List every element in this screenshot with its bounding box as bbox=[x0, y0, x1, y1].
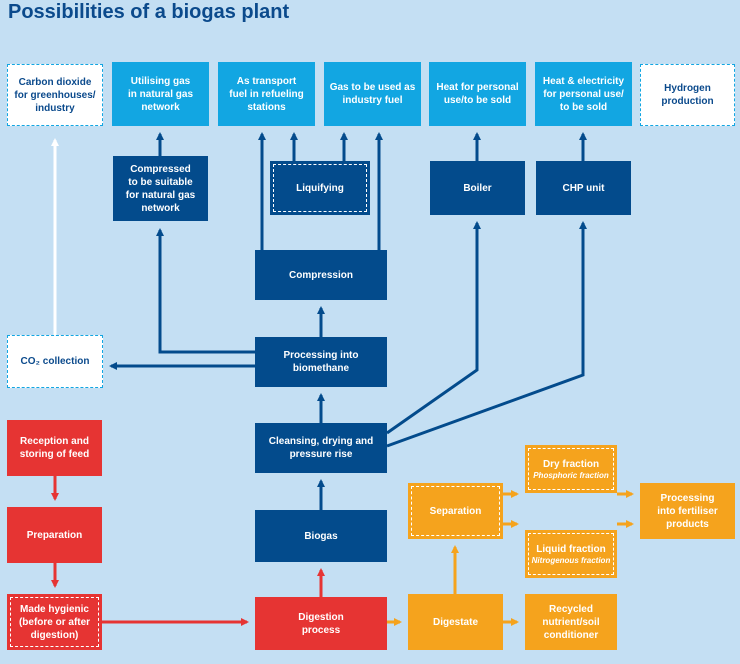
digestate-label: Digestate bbox=[432, 616, 478, 628]
liquifying-node: Liquifying bbox=[270, 161, 370, 215]
chp-unit-node: CHP unit bbox=[536, 161, 631, 215]
dry-fraction-sublabel: Phosphoric fraction bbox=[533, 470, 609, 480]
dry-fraction-node: Dry fraction Phosphoric fraction bbox=[525, 445, 617, 493]
chp-unit-label: CHP unit bbox=[562, 182, 605, 194]
diagram-title: Possibilities of a biogas plant bbox=[8, 1, 290, 23]
compression-label: Compression bbox=[289, 269, 353, 281]
compressed-node: Compressed to be suitable for natural ga… bbox=[113, 156, 208, 221]
co2-greenhouse-label: Carbon dioxide for greenhouses/ industry bbox=[14, 76, 96, 114]
transport-fuel-node: As transport fuel in refueling stations bbox=[218, 62, 315, 126]
cleansing-label: Cleansing, drying and pressure rise bbox=[268, 436, 374, 460]
boiler-node: Boiler bbox=[430, 161, 525, 215]
liquid-fraction-sublabel: Nitrogenous fraction bbox=[531, 555, 611, 565]
natural-gas-network-label: Utilising gas in natural gas network bbox=[127, 75, 193, 113]
compression-node: Compression bbox=[255, 250, 387, 300]
fertiliser-node: Processing into fertiliser products bbox=[640, 483, 735, 539]
preparation-label: Preparation bbox=[26, 529, 83, 541]
recycled-node: Recycled nutrient/soil conditioner bbox=[525, 594, 617, 650]
preparation-node: Preparation bbox=[7, 507, 102, 563]
arrow-cleansing-to-chp bbox=[386, 221, 587, 448]
natural-gas-network-node: Utilising gas in natural gas network bbox=[112, 62, 209, 126]
co2-greenhouse-node: Carbon dioxide for greenhouses/ industry bbox=[7, 64, 103, 126]
heat-personal-node: Heat for personal use/to be sold bbox=[429, 62, 526, 126]
boiler-label: Boiler bbox=[463, 182, 492, 194]
industry-fuel-label: Gas to be used as industry fuel bbox=[329, 82, 416, 106]
reception-node: Reception and storing of feed bbox=[7, 420, 102, 476]
liquifying-label: Liquifying bbox=[296, 182, 344, 194]
arrow-processing-to-compressed bbox=[156, 228, 255, 354]
digestate-node: Digestate bbox=[408, 594, 503, 650]
reception-label: Reception and storing of feed bbox=[19, 436, 90, 460]
arrow-cleansing-to-boiler bbox=[386, 221, 481, 435]
digestion-label: Digestion process bbox=[298, 611, 344, 636]
biogas-label: Biogas bbox=[304, 530, 338, 542]
dry-fraction-label: Dry fraction bbox=[542, 458, 600, 470]
fertiliser-label: Processing into fertiliser products bbox=[657, 492, 718, 530]
co2-collection-label: CO₂ collection bbox=[20, 356, 90, 367]
processing-biomethane-label: Processing into biomethane bbox=[283, 350, 359, 374]
heat-electricity-node: Heat & electricity for personal use/ to … bbox=[535, 62, 632, 126]
liquid-fraction-node: Liquid fraction Nitrogenous fraction bbox=[525, 530, 617, 578]
made-hygienic-label: Made hygienic (before or after digestion… bbox=[18, 603, 91, 641]
made-hygienic-node: Made hygienic (before or after digestion… bbox=[7, 594, 102, 650]
heat-electricity-label: Heat & electricity for personal use/ to … bbox=[542, 75, 625, 113]
co2-collection-node: CO₂ collection bbox=[7, 335, 103, 388]
biogas-node: Biogas bbox=[255, 510, 387, 562]
cleansing-node: Cleansing, drying and pressure rise bbox=[255, 423, 387, 473]
liquid-fraction-label: Liquid fraction bbox=[536, 543, 606, 555]
hydrogen-label: Hydrogen production bbox=[661, 83, 714, 107]
heat-personal-label: Heat for personal use/to be sold bbox=[436, 82, 519, 106]
separation-node: Separation bbox=[408, 483, 503, 539]
processing-biomethane-node: Processing into biomethane bbox=[255, 337, 387, 387]
digestion-node: Digestion process bbox=[255, 597, 387, 650]
compressed-label: Compressed to be suitable for natural ga… bbox=[125, 163, 196, 214]
hydrogen-node: Hydrogen production bbox=[640, 64, 735, 126]
industry-fuel-node: Gas to be used as industry fuel bbox=[324, 62, 421, 126]
separation-label: Separation bbox=[429, 505, 482, 517]
transport-fuel-label: As transport fuel in refueling stations bbox=[229, 75, 304, 113]
recycled-label: Recycled nutrient/soil conditioner bbox=[542, 603, 600, 641]
